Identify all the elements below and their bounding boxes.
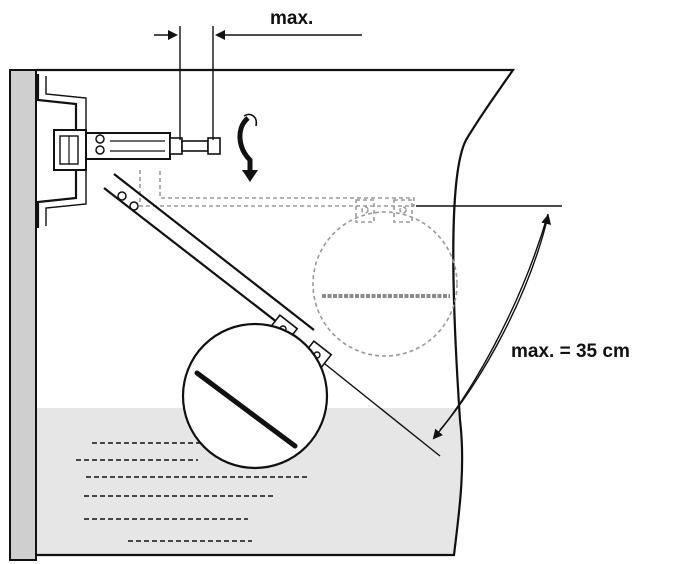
float-arm bbox=[103, 173, 441, 457]
max-clamp-label: max. bbox=[270, 8, 313, 29]
clamp-distance-dimension bbox=[154, 26, 362, 140]
water-surface-lines bbox=[76, 442, 310, 542]
rotation-icon bbox=[237, 113, 258, 182]
tank-outline bbox=[36, 68, 516, 557]
tank-wall bbox=[9, 69, 37, 561]
clamp-block bbox=[53, 129, 87, 171]
range-dimension bbox=[416, 205, 562, 440]
cable-rod bbox=[85, 132, 221, 160]
float-ball bbox=[181, 322, 329, 470]
ghost-float-upper bbox=[139, 170, 458, 357]
max-range-label: max. = 35 cm bbox=[511, 341, 630, 362]
